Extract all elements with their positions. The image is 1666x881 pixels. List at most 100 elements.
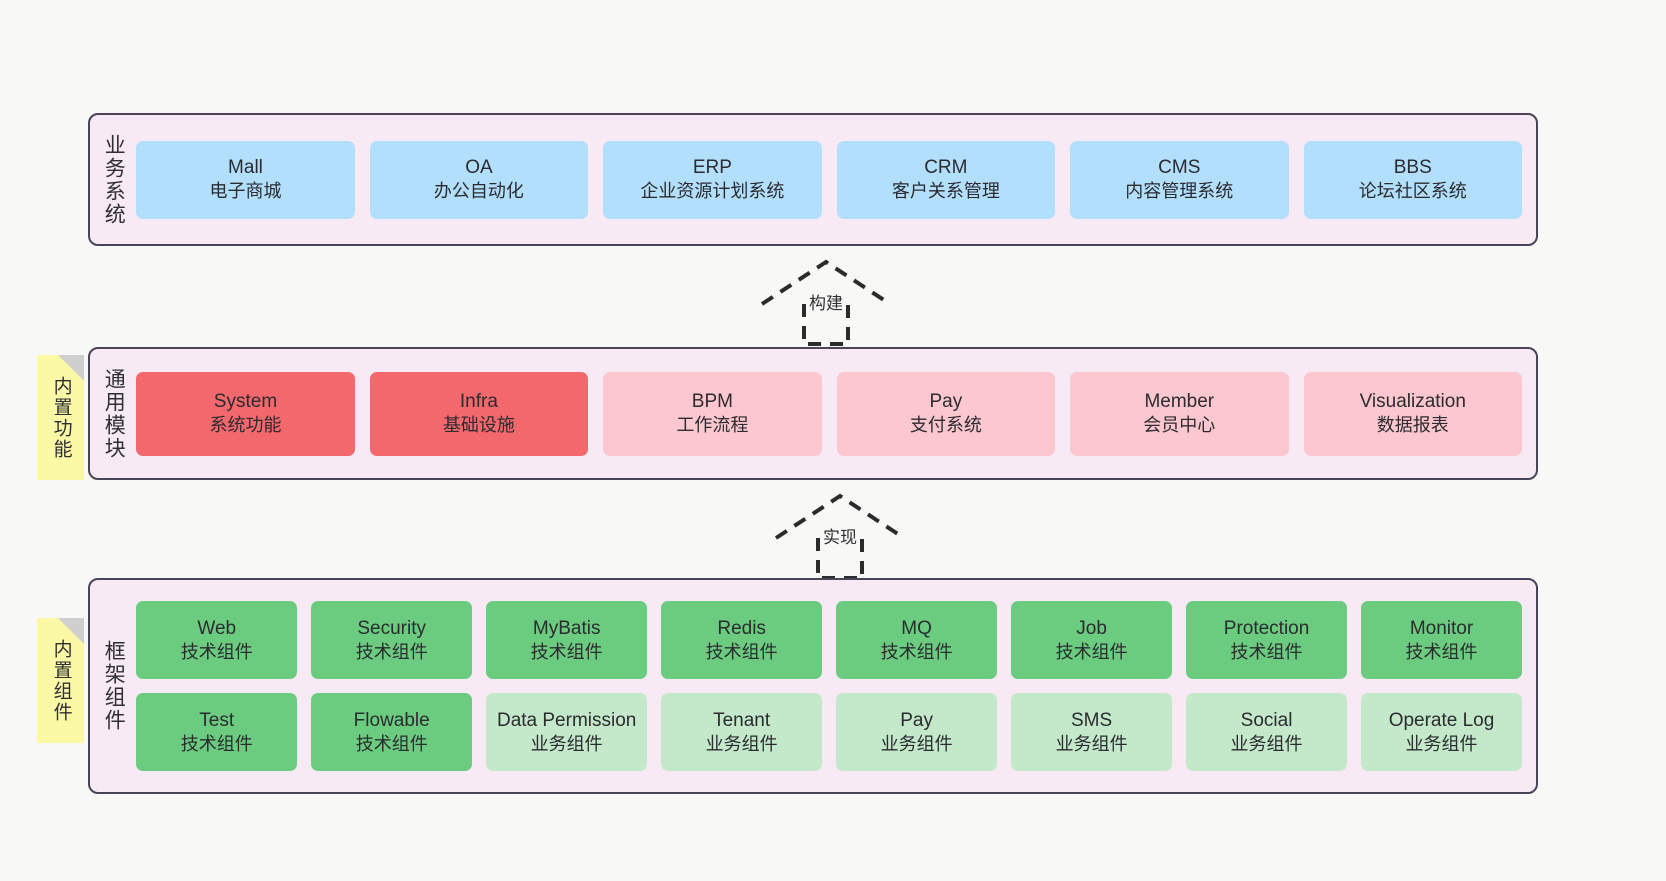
card-monitor[interactable]: Monitor 技术组件 (1361, 601, 1522, 679)
card-title-en: OA (465, 157, 493, 179)
card-title-cn: 技术组件 (1230, 641, 1303, 662)
layer-framework-components-grid: Web 技术组件 Security 技术组件 MyBatis 技术组件 Redi… (134, 580, 1536, 792)
card-title-cn: 业务组件 (880, 733, 953, 754)
card-title-en: Tenant (713, 709, 771, 731)
card-title-en: MyBatis (532, 617, 601, 639)
sticky-fold-corner-icon (58, 355, 84, 381)
card-title-en: Pay (900, 709, 933, 731)
card-title-cn: 业务组件 (1230, 733, 1303, 754)
card-pay-component[interactable]: Pay 业务组件 (836, 693, 998, 771)
card-title-cn: 内容管理系统 (1125, 181, 1234, 202)
card-title-en: Social (1240, 709, 1293, 731)
card-title-en: ERP (692, 157, 732, 179)
card-title-cn: 业务组件 (705, 733, 778, 754)
card-title-cn: 系统功能 (209, 415, 282, 436)
connector-implement-arrow (774, 493, 906, 580)
arrowhead-open-dashed (760, 259, 892, 306)
layer-framework-components: 框架组件 Web 技术组件 Security 技术组件 MyBatis 技术组件… (88, 578, 1538, 794)
layer-business-systems-cards: Mall 电子商城 OA 办公自动化 ERP 企业资源计划系统 CRM 客户关系… (134, 115, 1536, 244)
card-pay-module[interactable]: Pay 支付系统 (836, 371, 1056, 456)
card-title-en: System (213, 391, 278, 413)
framework-row-technical: Web 技术组件 Security 技术组件 MyBatis 技术组件 Redi… (136, 601, 1522, 679)
card-flowable[interactable]: Flowable 技术组件 (311, 693, 473, 771)
card-title-cn: 技术组件 (1405, 641, 1478, 662)
card-title-cn: 业务组件 (1405, 733, 1478, 754)
card-cms[interactable]: CMS 内容管理系统 (1070, 140, 1289, 219)
card-title-en: BPM (691, 391, 733, 413)
card-sms[interactable]: SMS 业务组件 (1011, 693, 1173, 771)
card-title-en: Job (1076, 617, 1107, 639)
card-protection[interactable]: Protection 技术组件 (1186, 601, 1348, 679)
card-title-en: Operate Log (1388, 709, 1495, 731)
card-title-cn: 技术组件 (705, 641, 778, 662)
card-member[interactable]: Member 会员中心 (1070, 371, 1289, 456)
card-bbs[interactable]: BBS 论坛社区系统 (1303, 140, 1522, 219)
sticky-note-label: 内置组件 (50, 638, 72, 723)
card-title-cn: 技术组件 (880, 641, 953, 662)
card-title-en: MQ (901, 617, 932, 639)
sticky-note-builtin-components: 内置组件 (37, 618, 84, 743)
card-title-cn: 数据报表 (1376, 415, 1449, 436)
card-title-en: CRM (924, 157, 968, 179)
card-system[interactable]: System 系统功能 (136, 371, 355, 456)
card-title-en: BBS (1393, 157, 1432, 179)
card-redis[interactable]: Redis 技术组件 (661, 601, 823, 679)
card-title-en: Mall (228, 157, 263, 179)
connector-implement: 实现 (772, 492, 912, 580)
layer-business-systems-label: 业务系统 (102, 133, 126, 226)
card-security[interactable]: Security 技术组件 (311, 601, 473, 679)
card-infra[interactable]: Infra 基础设施 (369, 371, 589, 456)
card-bpm[interactable]: BPM 工作流程 (603, 371, 822, 456)
card-web[interactable]: Web 技术组件 (136, 601, 298, 679)
card-title-en: Security (357, 617, 427, 639)
sticky-note-label: 内置功能 (50, 375, 72, 460)
card-mybatis[interactable]: MyBatis 技术组件 (486, 601, 648, 679)
layer-common-modules: 通用模块 System 系统功能 Infra 基础设施 BPM 工作流程 Pay… (88, 347, 1538, 480)
card-title-cn: 业务组件 (1055, 733, 1128, 754)
card-title-en: Member (1144, 391, 1215, 413)
card-title-en: SMS (1070, 709, 1113, 731)
card-erp[interactable]: ERP 企业资源计划系统 (603, 140, 822, 219)
layer-common-modules-label: 通用模块 (102, 367, 126, 460)
card-oa[interactable]: OA 办公自动化 (369, 140, 589, 219)
card-title-en: Pay (929, 391, 963, 413)
card-title-cn: 会员中心 (1143, 415, 1216, 436)
card-data-permission[interactable]: Data Permission 业务组件 (486, 693, 648, 771)
sticky-fold-corner-icon (58, 618, 84, 644)
card-crm[interactable]: CRM 客户关系管理 (836, 140, 1056, 219)
card-title-en: Flowable (353, 709, 430, 731)
card-title-en: Test (199, 709, 235, 731)
card-title-cn: 技术组件 (180, 641, 253, 662)
layer-common-modules-cards: System 系统功能 Infra 基础设施 BPM 工作流程 Pay 支付系统… (134, 349, 1536, 478)
card-title-cn: 支付系统 (909, 415, 982, 436)
card-title-cn: 技术组件 (355, 641, 428, 662)
card-title-cn: 企业资源计划系统 (640, 181, 785, 202)
card-social[interactable]: Social 业务组件 (1186, 693, 1348, 771)
card-title-en: Protection (1223, 617, 1310, 639)
card-mq[interactable]: MQ 技术组件 (836, 601, 998, 679)
card-title-en: Visualization (1359, 391, 1466, 413)
card-operate-log[interactable]: Operate Log 业务组件 (1361, 693, 1522, 771)
layer-business-systems: 业务系统 Mall 电子商城 OA 办公自动化 ERP 企业资源计划系统 CRM… (88, 113, 1538, 246)
card-title-cn: 技术组件 (1055, 641, 1128, 662)
card-title-cn: 技术组件 (355, 733, 428, 754)
card-title-en: Redis (717, 617, 766, 639)
card-job[interactable]: Job 技术组件 (1011, 601, 1173, 679)
card-test[interactable]: Test 技术组件 (136, 693, 298, 771)
card-title-cn: 基础设施 (442, 415, 515, 436)
card-title-cn: 电子商城 (209, 181, 282, 202)
card-title-cn: 技术组件 (530, 641, 603, 662)
card-title-en: Infra (459, 391, 498, 413)
framework-row-business: Test 技术组件 Flowable 技术组件 Data Permission … (136, 693, 1522, 771)
sticky-note-builtin-features: 内置功能 (37, 355, 84, 480)
card-title-en: Data Permission (496, 709, 637, 731)
card-tenant[interactable]: Tenant 业务组件 (661, 693, 823, 771)
card-visualization[interactable]: Visualization 数据报表 (1303, 371, 1522, 456)
card-mall[interactable]: Mall 电子商城 (136, 140, 355, 219)
connector-build-label: 构建 (807, 289, 845, 314)
layer-framework-components-label: 框架组件 (102, 640, 126, 732)
card-title-cn: 客户关系管理 (891, 181, 1000, 202)
connector-build-arrow (760, 259, 892, 346)
card-title-en: Monitor (1409, 617, 1474, 639)
card-title-cn: 业务组件 (530, 733, 603, 754)
